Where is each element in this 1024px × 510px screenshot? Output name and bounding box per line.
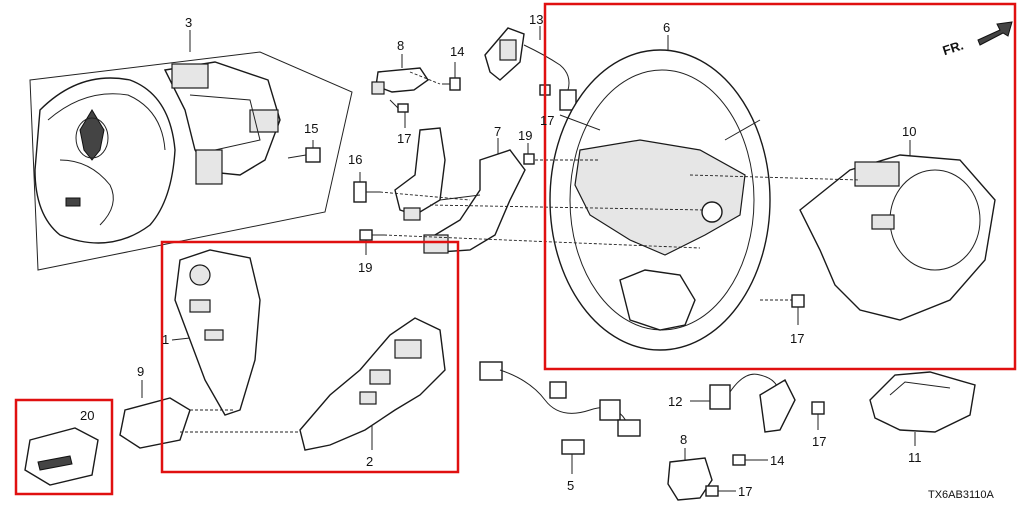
steering-wheel (549, 35, 771, 351)
highlight-box-switches (160, 240, 460, 474)
callout-labels: 1 2 3 5 6 7 8 8 9 10 11 12 13 14 14 15 1… (80, 12, 922, 499)
callout-14-bottom: 14 (770, 453, 784, 468)
bracket-8-top (371, 54, 429, 128)
callout-14-top: 14 (450, 44, 464, 59)
callout-3: 3 (185, 15, 192, 30)
cover-20 (24, 427, 99, 486)
highlight-box-cover (14, 398, 114, 496)
bolt-16 (353, 172, 380, 203)
callout-19-top: 19 (518, 128, 532, 143)
callout-13: 13 (529, 12, 543, 27)
arrow-right-icon (977, 21, 1013, 46)
callout-2: 2 (366, 454, 373, 469)
callout-17-harness: 17 (540, 113, 554, 128)
bolt-17-bottom (705, 485, 736, 497)
callout-6: 6 (663, 20, 670, 35)
callout-17-bottom: 17 (738, 484, 752, 499)
bolt-19-a (523, 143, 535, 165)
acura-logo (79, 109, 105, 161)
callout-1: 1 (162, 332, 169, 347)
harness-12 (690, 373, 796, 433)
callout-15: 15 (304, 121, 318, 136)
callout-17-right: 17 (812, 434, 826, 449)
highlight-box-wheel (543, 2, 1017, 371)
bolt-17-right (811, 401, 825, 430)
callout-20: 20 (80, 408, 94, 423)
cover-9 (119, 380, 298, 449)
diagram-code: TX6AB3110A (928, 489, 995, 501)
callout-8-top: 8 (397, 38, 404, 53)
front-direction-indicator: FR. (941, 21, 1013, 58)
switch-left-1 (171, 249, 261, 416)
callout-9: 9 (137, 364, 144, 379)
harness-13 (484, 26, 577, 111)
callout-19-bottom: 19 (358, 260, 372, 275)
bolt-17-wheel (760, 294, 805, 325)
callout-17-wheel: 17 (790, 331, 804, 346)
bolt-14-top (442, 62, 461, 91)
harness-5 (479, 361, 641, 474)
bracket-7 (394, 127, 526, 254)
airbag-bracket (163, 61, 281, 176)
bolt-19-b (359, 229, 384, 255)
callout-17-top: 17 (397, 131, 411, 146)
airbag-cover (34, 77, 176, 244)
callout-8-bottom: 8 (680, 432, 687, 447)
callout-12: 12 (668, 394, 682, 409)
direction-label: FR. (941, 37, 966, 58)
leader-lines (379, 71, 861, 249)
callout-10: 10 (902, 124, 916, 139)
callout-11: 11 (908, 450, 922, 465)
cover-11 (869, 371, 976, 446)
switch-right-2 (299, 317, 446, 451)
callout-7: 7 (494, 124, 501, 139)
callout-16: 16 (348, 152, 362, 167)
airbag-group (29, 30, 353, 271)
lower-cover-10 (799, 140, 996, 321)
bolt-15 (287, 140, 321, 163)
bolt-14-bottom (732, 454, 768, 466)
callout-5: 5 (567, 478, 574, 493)
bracket-8-bottom (667, 448, 713, 501)
